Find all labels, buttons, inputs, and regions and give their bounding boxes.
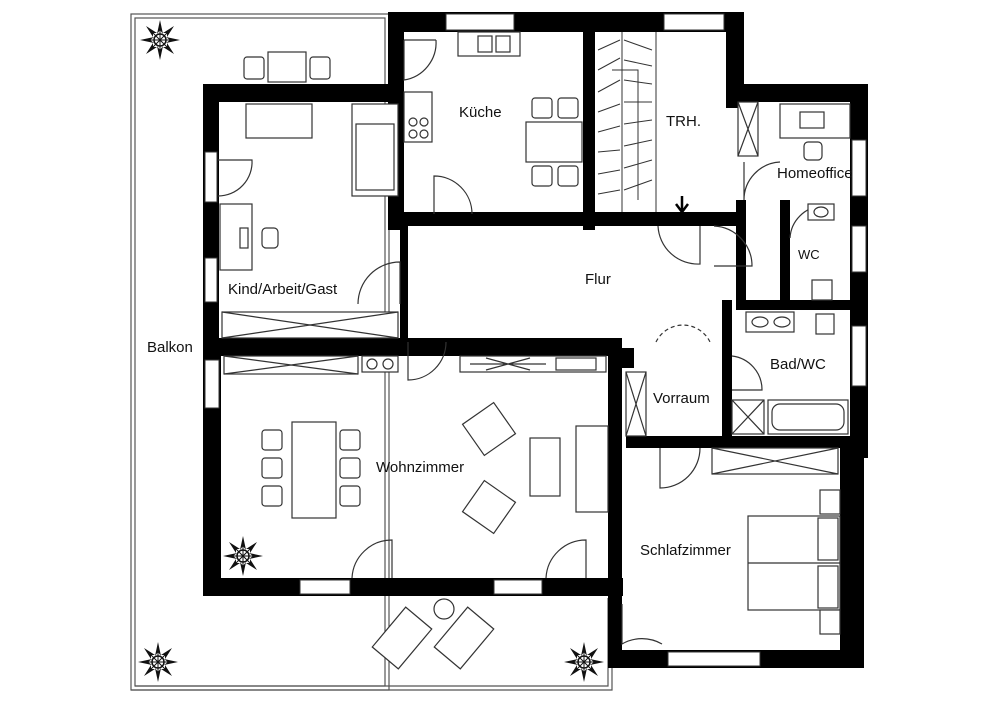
kind-room-furniture [219,103,399,339]
plant-icon [139,19,181,61]
plant-icon [222,535,264,577]
room-label-vorraum: Vorraum [653,390,710,407]
chair-icon [557,97,579,119]
plant-icon [137,641,179,683]
staircase [597,32,657,212]
chair-icon [339,429,361,451]
chair-icon [531,165,553,187]
room-label-kind: Kind/Arbeit/Gast [228,281,338,298]
balcony-table-set [243,51,331,83]
room-label-wc: WC [798,247,820,262]
entrance-arrow-icon [675,196,689,215]
room-label-homeoffice: Homeoffice [777,165,853,182]
room-label-kueche: Küche [459,104,502,121]
plant-icon [563,641,605,683]
living-room-furniture [223,355,609,535]
chair-icon [339,457,361,479]
chair-icon [339,485,361,507]
chair-icon [261,457,283,479]
vorraum-wardrobe [625,371,647,437]
room-label-flur: Flur [585,271,611,288]
room-label-wohnzimmer: Wohnzimmer [376,459,465,476]
chair-icon [531,97,553,119]
chair-icon [261,429,283,451]
sun-loungers [371,598,495,670]
doors [217,39,823,646]
room-label-bad: Bad/WC [770,356,826,373]
bedroom-furniture [711,447,841,635]
room-label-treppenhaus: TRH. [666,113,701,130]
chair-icon [557,165,579,187]
windows [204,13,867,667]
room-label-schlafzimmer: Schlafzimmer [640,542,731,559]
kitchen-fixtures [403,31,583,163]
room-label-balkon: Balkon [147,339,193,356]
wet-rooms-fixtures [731,101,851,435]
chair-icon [261,485,283,507]
